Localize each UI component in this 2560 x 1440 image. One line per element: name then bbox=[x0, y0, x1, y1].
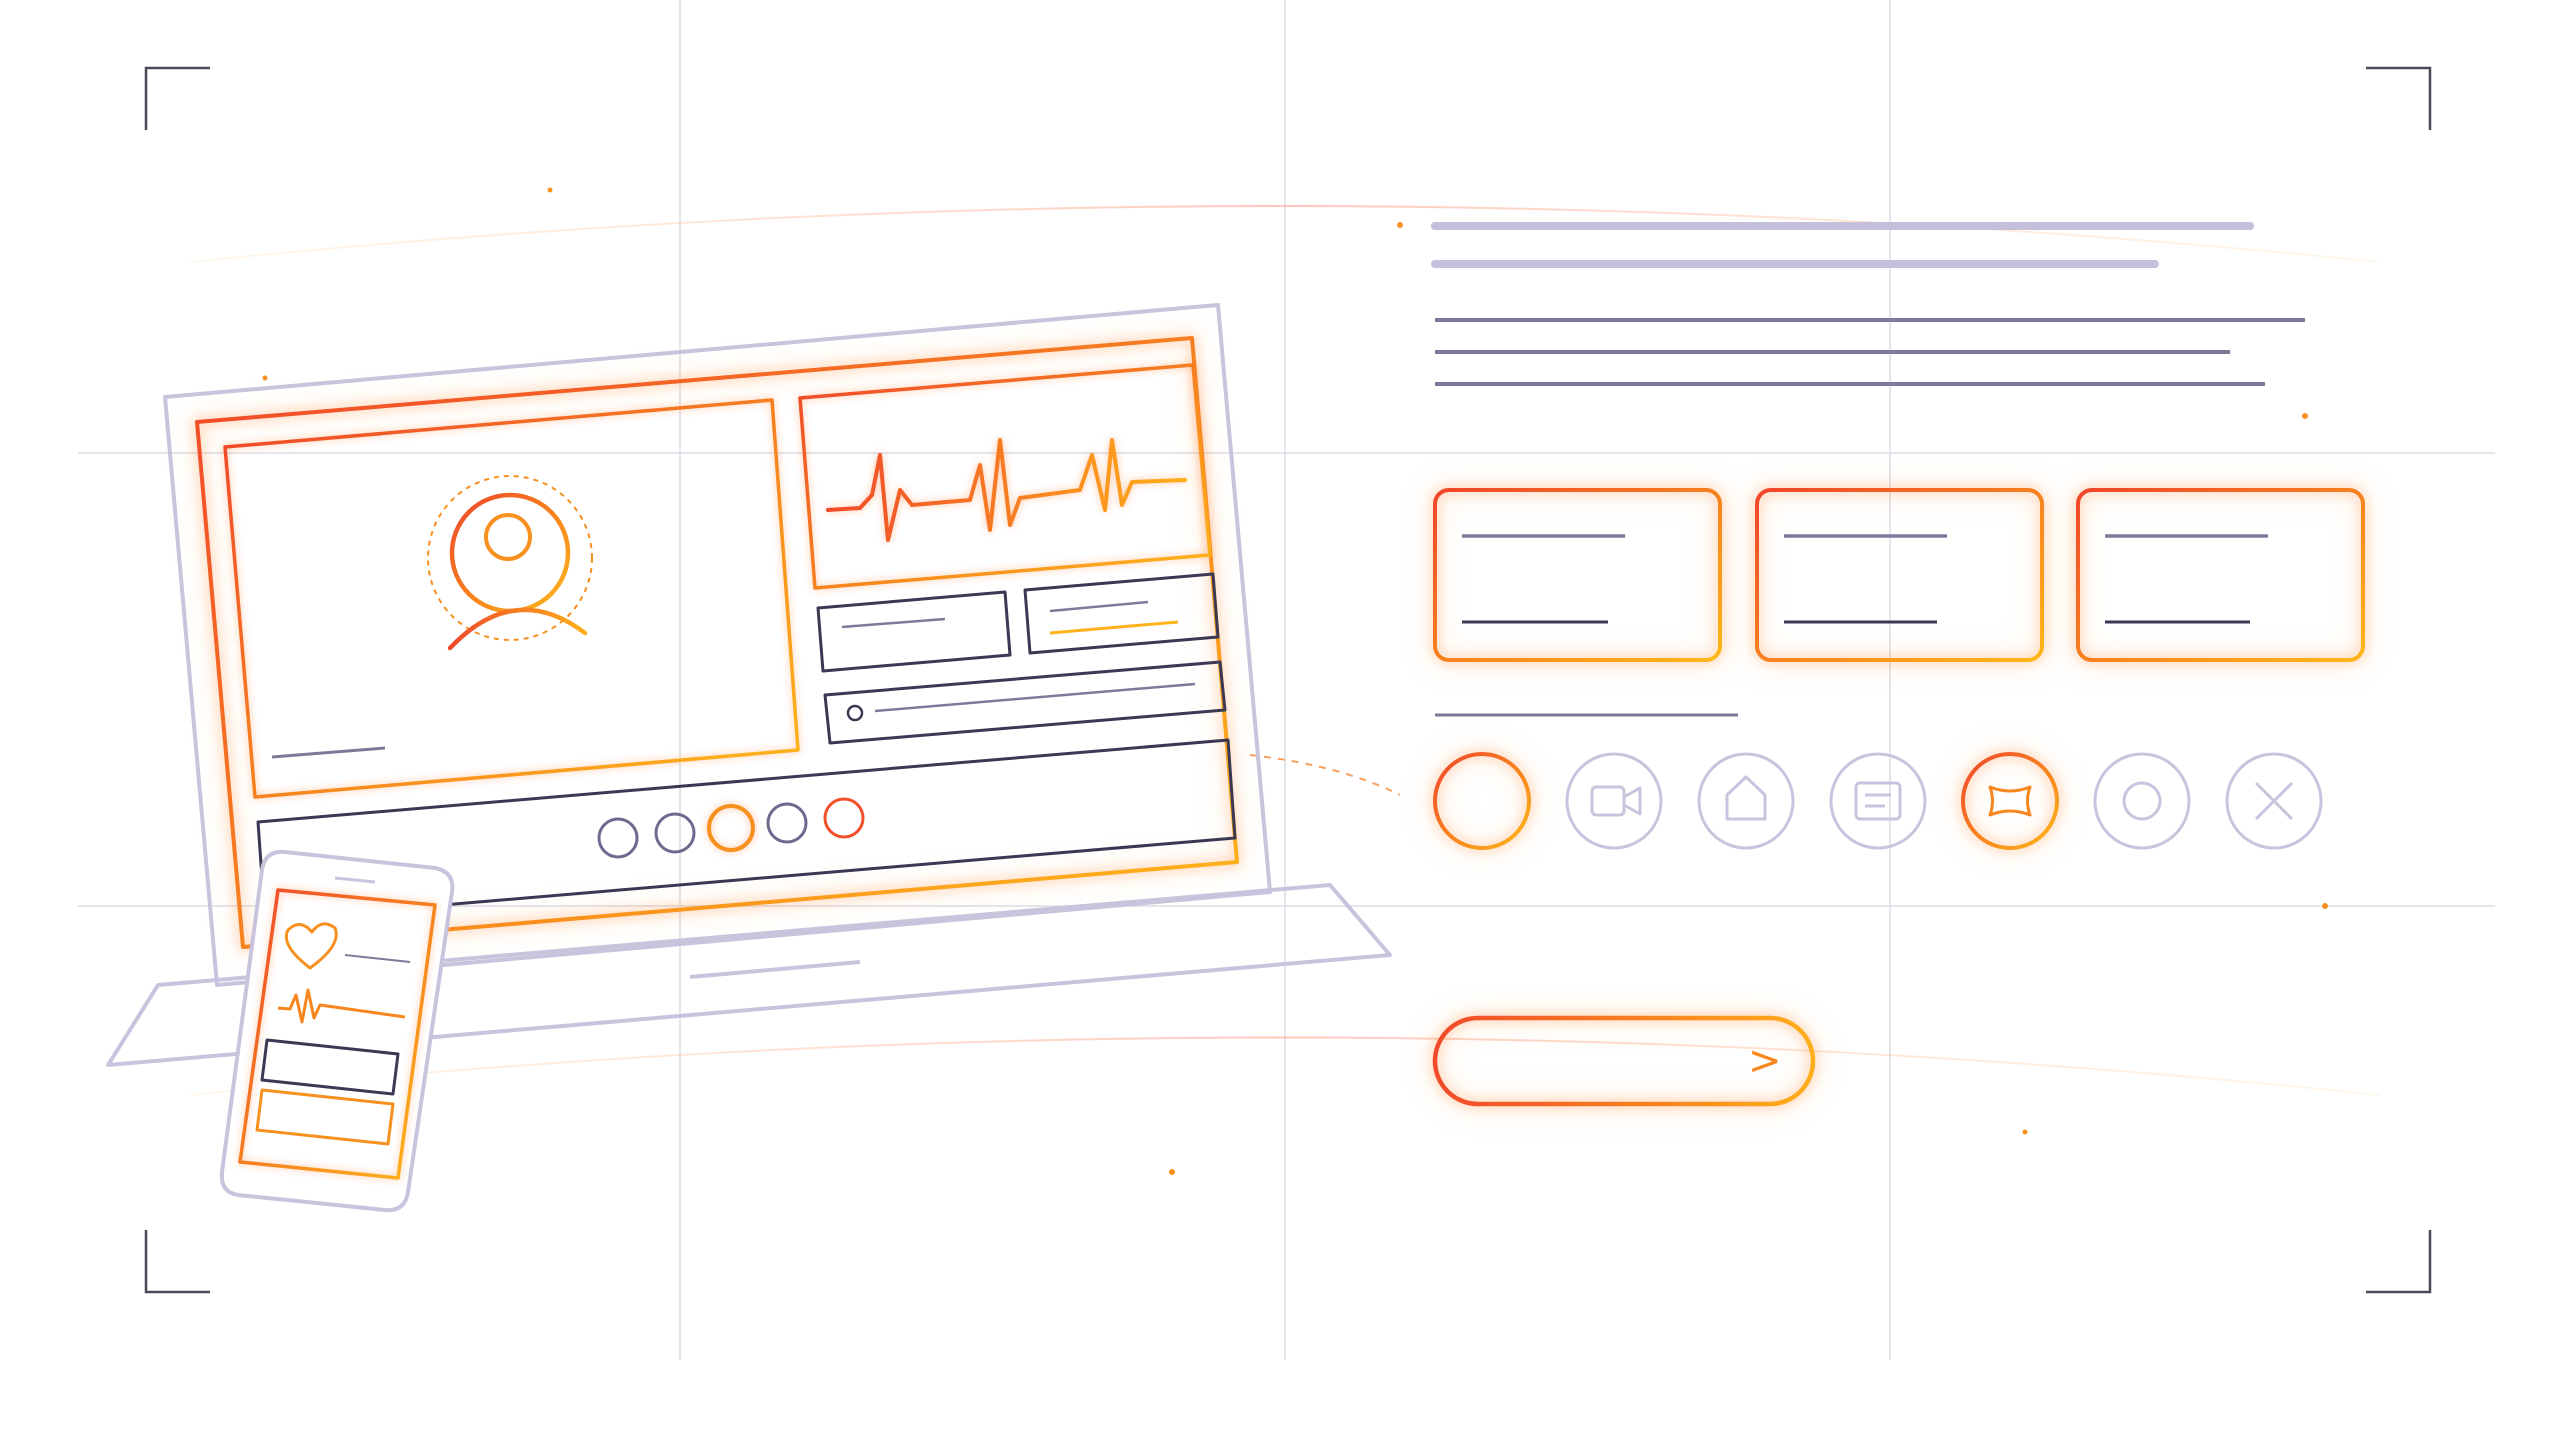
connector-dashed-line bbox=[1249, 754, 1401, 796]
cta-arrow-icon: > bbox=[1748, 1038, 1782, 1084]
icon-row bbox=[1433, 752, 2323, 850]
control-button-end[interactable] bbox=[823, 797, 865, 839]
user-icon bbox=[427, 475, 593, 651]
phone-speaker bbox=[334, 876, 376, 884]
info-box-right bbox=[1023, 572, 1220, 655]
phone-screen bbox=[238, 888, 437, 1180]
document-icon[interactable] bbox=[1829, 752, 1927, 850]
progress-box bbox=[823, 660, 1227, 745]
info-box-right-line-1 bbox=[1049, 600, 1149, 613]
cta-button[interactable]: > bbox=[1432, 1015, 1816, 1107]
phone-heartbeat-icon bbox=[277, 988, 406, 1024]
home-icon[interactable] bbox=[1697, 752, 1795, 850]
feature-card-1[interactable] bbox=[1433, 488, 1722, 662]
ecg-panel bbox=[798, 363, 1212, 590]
patient-name-line bbox=[271, 746, 386, 759]
control-button-2[interactable] bbox=[654, 812, 696, 854]
control-button-4[interactable] bbox=[766, 802, 808, 844]
phone-input-box bbox=[260, 1038, 400, 1096]
laptop-base bbox=[106, 883, 1392, 1067]
control-button-1[interactable] bbox=[597, 817, 639, 859]
phone-heart-line bbox=[344, 954, 411, 963]
paragraph-block bbox=[1435, 318, 2305, 386]
heading-block bbox=[1431, 222, 2254, 268]
phone-body bbox=[219, 849, 455, 1213]
laptop-trackpad-line bbox=[689, 960, 861, 979]
call-controls bbox=[597, 797, 865, 859]
feature-card-3[interactable] bbox=[2076, 488, 2365, 662]
feature-card-2[interactable] bbox=[1755, 488, 2044, 662]
info-box-left bbox=[816, 590, 1012, 673]
video-icon[interactable] bbox=[1565, 752, 1663, 850]
corner-marks bbox=[144, 66, 2432, 1294]
ticket-icon-active[interactable] bbox=[1961, 752, 2059, 850]
record-icon[interactable] bbox=[2093, 752, 2191, 850]
control-button-3-active[interactable] bbox=[707, 804, 755, 852]
info-box-right-line-2 bbox=[1049, 620, 1179, 635]
progress-track bbox=[874, 682, 1196, 713]
laptop bbox=[106, 303, 1392, 1067]
smartphone bbox=[219, 849, 455, 1213]
info-box-left-line bbox=[841, 617, 946, 629]
patient-video-panel bbox=[223, 398, 800, 799]
close-icon[interactable] bbox=[2225, 752, 2323, 850]
circle-icon-active[interactable] bbox=[1433, 752, 1531, 850]
feature-cards bbox=[1433, 488, 2365, 662]
background-grid bbox=[78, 0, 2495, 1360]
decorative-arcs bbox=[189, 205, 2381, 1096]
phone-button-box bbox=[255, 1088, 395, 1146]
heart-icon bbox=[284, 922, 338, 970]
heartbeat-icon bbox=[826, 438, 1187, 542]
laptop-display bbox=[195, 336, 1239, 949]
progress-knob[interactable] bbox=[846, 704, 864, 722]
sparkle-dots bbox=[262, 187, 2328, 1175]
